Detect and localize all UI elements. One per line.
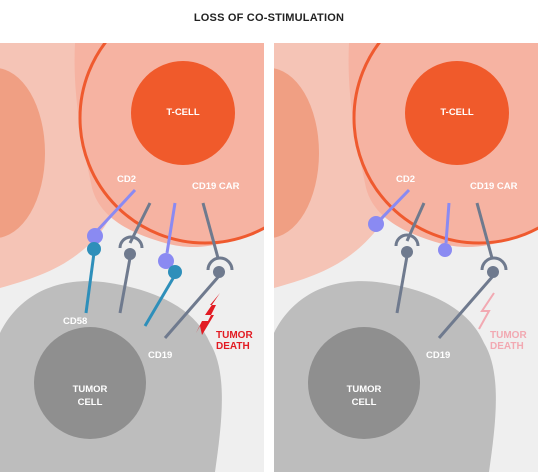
tumor-label-line1: TUMOR (346, 384, 382, 395)
cd58-ligand-stem-2 (143, 274, 177, 327)
car-stem-2 (475, 202, 494, 259)
cd19-label: CD19 (148, 350, 173, 361)
cd19-ligand-stem (395, 255, 409, 314)
panel-left-illustration (0, 43, 264, 472)
tcell-membrane (352, 43, 538, 245)
cd58-ligand-stem (84, 252, 96, 314)
cd19-ligand-stem (118, 257, 132, 314)
neighbor-cell-nucleus (0, 68, 45, 238)
cd2-label: CD2 (117, 174, 137, 185)
cd2-receptor-stem (377, 188, 411, 223)
cd58-label: CD58 (63, 316, 88, 327)
cd19-car-label: CD19 CAR (470, 181, 518, 192)
cd2-receptor-head-2 (438, 243, 452, 257)
tumor-label-line2: CELL (351, 397, 377, 408)
death-line2: DEATH (490, 341, 524, 352)
cd58-ligand-head (87, 242, 101, 256)
tumor-label-line2: CELL (77, 397, 103, 408)
tumor-cell-label: TUMOR CELL (60, 383, 120, 409)
cd2-receptor-head (87, 228, 103, 244)
cd2-receptor-stem (93, 188, 137, 235)
figure-title: LOSS OF CO-STIMULATION (193, 12, 345, 24)
cd2-label: CD2 (396, 174, 416, 185)
tumor-death-label: TUMOR DEATH (490, 330, 527, 352)
tcell-label: T-CELL (440, 107, 474, 118)
car-binder (118, 235, 144, 249)
cd58-ligand-head-2 (168, 265, 182, 279)
cd19-ligand-stem-2 (437, 275, 495, 339)
cd2-receptor-head-2 (158, 253, 174, 269)
tumor-cell-nucleus (34, 327, 146, 439)
panel-with-cd58: T-CELL CD2 CD19 CAR CD58 CD19 TUMOR CELL… (0, 43, 264, 472)
cd2-receptor-stem-2 (444, 202, 451, 244)
lightning-faded-icon (478, 292, 495, 330)
panel-right-illustration (274, 43, 538, 472)
tumor-death-label: TUMOR DEATH (216, 330, 253, 352)
car-binder-2 (480, 256, 508, 271)
cd19-ligand-head-2 (487, 266, 499, 278)
car-stem-2 (201, 202, 220, 259)
tumor-cell-label: TUMOR CELL (334, 383, 394, 409)
tcell-nucleus (131, 61, 235, 165)
tcell-nucleus (405, 61, 509, 165)
cd2-receptor-head (368, 216, 384, 232)
tumor-label-line1: TUMOR (72, 384, 108, 395)
tcell-label: T-CELL (166, 107, 200, 118)
death-line1: TUMOR (490, 330, 527, 341)
cd19-ligand-head (124, 248, 136, 260)
tumor-cell-nucleus (308, 327, 420, 439)
death-line2: DEATH (216, 341, 250, 352)
neighbor-cell-nucleus (274, 68, 319, 238)
cd19-ligand-head (401, 246, 413, 258)
cd19-car-label: CD19 CAR (192, 181, 240, 192)
lightning-icon (196, 293, 220, 335)
cd19-label: CD19 (426, 350, 451, 361)
car-binder (394, 233, 420, 247)
car-binder-2 (206, 256, 234, 271)
tcell-membrane (78, 43, 264, 245)
panel-without-cd58: T-CELL CD2 CD19 CAR CD19 TUMOR CELL TUMO… (274, 43, 538, 472)
cd2-receptor-stem-2 (165, 202, 177, 254)
cd19-ligand-stem-2 (163, 275, 221, 339)
death-line1: TUMOR (216, 330, 253, 341)
cd19-ligand-head-2 (213, 266, 225, 278)
